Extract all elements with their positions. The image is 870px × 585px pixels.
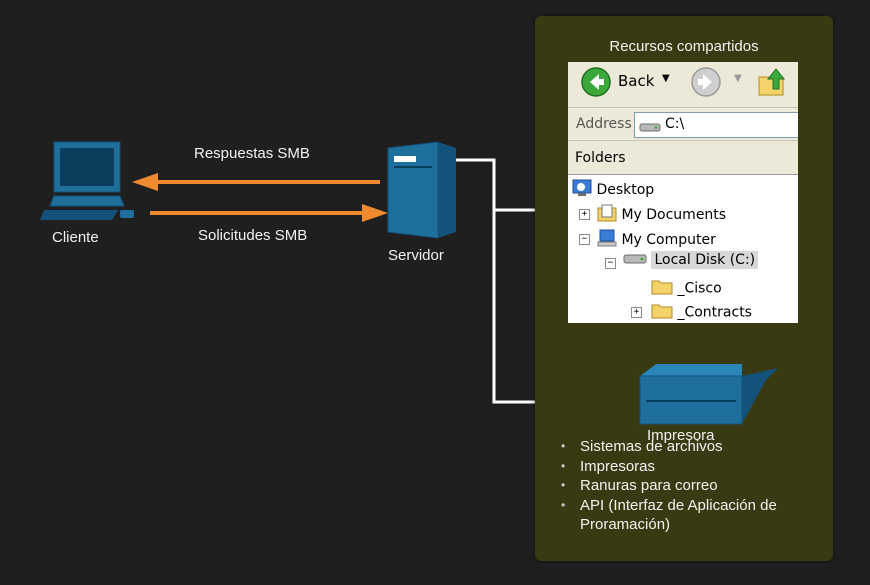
tree-item-desktop[interactable]: Desktop xyxy=(572,179,654,201)
collapse-icon[interactable]: − xyxy=(605,258,616,269)
explorer-toolbar: Back ▼ ▼ xyxy=(568,62,798,108)
printer-icon xyxy=(639,364,778,425)
tree-label: My Documents xyxy=(621,207,727,223)
server-label: Servidor xyxy=(388,247,444,264)
list-item: Impresoras xyxy=(559,457,821,477)
expand-icon[interactable]: + xyxy=(631,307,642,318)
up-folder-icon[interactable] xyxy=(756,65,790,103)
tree-item-my-computer[interactable]: My Computer xyxy=(597,229,716,251)
address-value: C:\ xyxy=(665,116,685,132)
responses-label: Respuestas SMB xyxy=(194,145,310,162)
back-dropdown-icon[interactable]: ▼ xyxy=(662,73,670,84)
list-item: API (Interfaz de Aplicación de Proramaci… xyxy=(559,496,821,535)
tree-label: My Computer xyxy=(621,232,716,248)
forward-arrow-icon[interactable] xyxy=(690,66,722,102)
expand-icon[interactable]: + xyxy=(579,209,590,220)
folder-icon xyxy=(651,302,673,323)
list-item: Sistemas de archivos xyxy=(559,437,821,457)
tree-item-local-disk[interactable]: Local Disk (C:) xyxy=(623,251,759,269)
server-tower-icon xyxy=(387,141,456,239)
folders-label: Folders xyxy=(575,150,626,166)
address-label: Address xyxy=(576,116,632,132)
response-arrow-head xyxy=(132,173,158,191)
panel-title: Recursos compartidos xyxy=(609,38,759,55)
documents-folder-icon xyxy=(597,204,617,226)
address-bar: Address C:\ xyxy=(568,108,798,141)
back-button-label[interactable]: Back xyxy=(618,72,655,90)
request-arrow-head xyxy=(362,204,388,222)
tree-label: _Cisco xyxy=(677,280,722,297)
folders-header: Folders xyxy=(568,141,798,175)
list-item: Ranuras para correo xyxy=(559,476,821,496)
address-field[interactable]: C:\ xyxy=(634,112,798,138)
forward-dropdown-icon[interactable]: ▼ xyxy=(734,73,742,84)
server-link-line xyxy=(456,158,568,212)
tree-item-my-documents[interactable]: My Documents xyxy=(597,204,726,226)
drive-icon xyxy=(639,118,661,137)
requests-label: Solicitudes SMB xyxy=(198,227,308,244)
desktop-icon xyxy=(572,179,592,201)
collapse-icon[interactable]: − xyxy=(579,234,590,245)
tree-label-selected: Local Disk (C:) xyxy=(651,251,759,269)
file-explorer-window: Back ▼ ▼ Address C:\ Folders xyxy=(568,62,798,323)
tree-item-contracts[interactable]: _Contracts xyxy=(651,302,752,323)
back-arrow-icon[interactable] xyxy=(580,66,612,102)
tree-label: Desktop xyxy=(596,182,655,198)
drive-icon xyxy=(623,251,647,269)
tree-label: _Contracts xyxy=(677,304,752,321)
folder-icon xyxy=(651,278,673,299)
tree-item-cisco[interactable]: _Cisco xyxy=(651,278,722,299)
client-label: Cliente xyxy=(52,229,99,246)
shared-resources-list: Sistemas de archivos Impresoras Ranuras … xyxy=(559,437,821,535)
computer-icon xyxy=(597,229,617,251)
client-computer-icon xyxy=(40,141,134,220)
